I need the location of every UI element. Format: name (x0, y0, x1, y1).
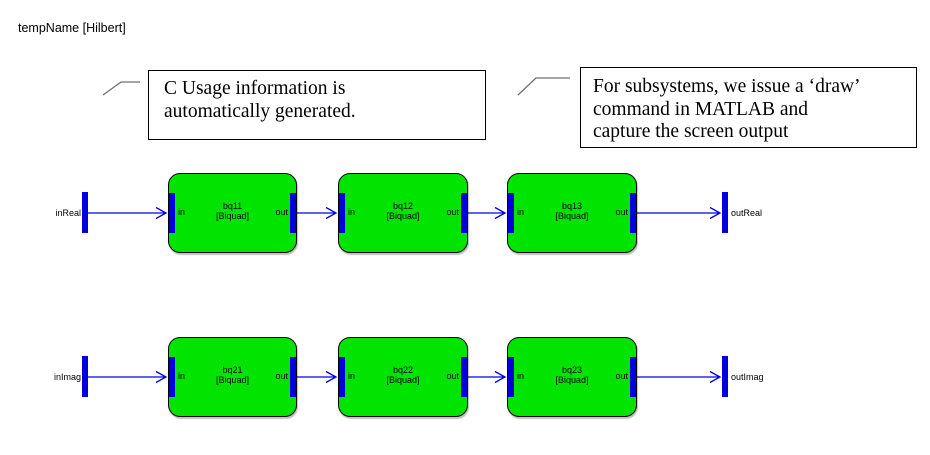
block-type: [Biquad] (386, 211, 420, 221)
signal-line-arrow (297, 206, 338, 220)
block-name: bq13 (561, 201, 583, 211)
block-name: bq11 (222, 201, 243, 211)
block-input-port-bar (508, 193, 514, 233)
callout-line: For subsystems, we issue a ‘draw’ (593, 76, 861, 97)
signal-line-arrow (297, 370, 338, 384)
block-label: bq23 [Biquad] (508, 365, 636, 385)
outport-bar[interactable] (722, 192, 728, 233)
inport-bar[interactable] (82, 192, 88, 233)
callout-line: automatically generated. (164, 101, 356, 122)
block-type: [Biquad] (215, 375, 250, 385)
block-input-port-bar (339, 193, 345, 233)
block-label: bq22 [Biquad] (339, 365, 467, 385)
callout-box-c-usage: C Usage information is automatically gen… (148, 70, 486, 140)
inport-bar[interactable] (82, 356, 88, 397)
block-name: bq12 (392, 201, 414, 211)
callout-line: capture the screen output (593, 121, 789, 142)
block-output-port-bar (630, 193, 636, 233)
out-port-label: out (446, 371, 459, 381)
block-type: [Biquad] (215, 211, 250, 221)
block-bq12[interactable]: in out bq12 [Biquad] (338, 173, 468, 253)
outport-label: outReal (731, 208, 763, 218)
signal-line-arrow (468, 206, 507, 220)
block-input-port-bar (169, 357, 175, 397)
out-port-label: out (615, 207, 628, 217)
block-name: bq21 (222, 365, 243, 375)
block-bq22[interactable]: in out bq22 [Biquad] (338, 337, 468, 417)
out-port-label: out (615, 371, 628, 381)
block-bq21[interactable]: in out bq21 [Biquad] (168, 337, 297, 417)
block-label: bq13 [Biquad] (508, 201, 636, 221)
block-type: [Biquad] (555, 375, 589, 385)
in-port-label: in (178, 371, 186, 381)
out-port-label: out (275, 207, 288, 217)
block-input-port-bar (339, 357, 345, 397)
block-bq23[interactable]: in out bq23 [Biquad] (507, 337, 637, 417)
block-label: bq21 [Biquad] (169, 365, 296, 385)
block-name: bq23 (561, 365, 583, 375)
signal-line-arrow (637, 206, 722, 220)
outport-label: outImag (731, 372, 764, 382)
block-output-port-bar (630, 357, 636, 397)
block-output-port-bar (461, 357, 467, 397)
block-bq11[interactable]: in out bq11 [Biquad] (168, 173, 297, 253)
out-port-label: out (275, 371, 288, 381)
block-label: bq12 [Biquad] (339, 201, 467, 221)
signal-line-arrow (468, 370, 507, 384)
in-port-label: in (348, 207, 356, 217)
out-port-label: out (446, 207, 459, 217)
callout-leader-line (517, 77, 570, 96)
signal-line-arrow (637, 370, 722, 384)
in-port-label: in (517, 371, 525, 381)
block-label: bq11 [Biquad] (169, 201, 296, 221)
callout-line: command in MATLAB and (593, 98, 809, 120)
block-output-port-bar (461, 193, 467, 233)
model-title: tempName [Hilbert] (18, 21, 126, 35)
block-bq13[interactable]: in out bq13 [Biquad] (507, 173, 637, 253)
callout-leader-line (102, 81, 140, 96)
inport-label: inReal (55, 208, 81, 218)
block-type: [Biquad] (555, 211, 589, 221)
in-port-label: in (517, 207, 525, 217)
block-name: bq22 (392, 365, 414, 375)
callout-line: C Usage information is (164, 78, 346, 99)
block-type: [Biquad] (386, 375, 420, 385)
outport-bar[interactable] (722, 356, 728, 397)
block-input-port-bar (508, 357, 514, 397)
signal-line-arrow (88, 206, 168, 220)
block-input-port-bar (169, 193, 175, 233)
signal-line-arrow (88, 370, 168, 384)
callout-box-draw-command: For subsystems, we issue a ‘draw’ comman… (580, 67, 917, 148)
block-output-port-bar (290, 357, 296, 397)
inport-label: inImag (53, 372, 81, 382)
block-output-port-bar (290, 193, 296, 233)
in-port-label: in (348, 371, 356, 381)
in-port-label: in (178, 207, 186, 217)
